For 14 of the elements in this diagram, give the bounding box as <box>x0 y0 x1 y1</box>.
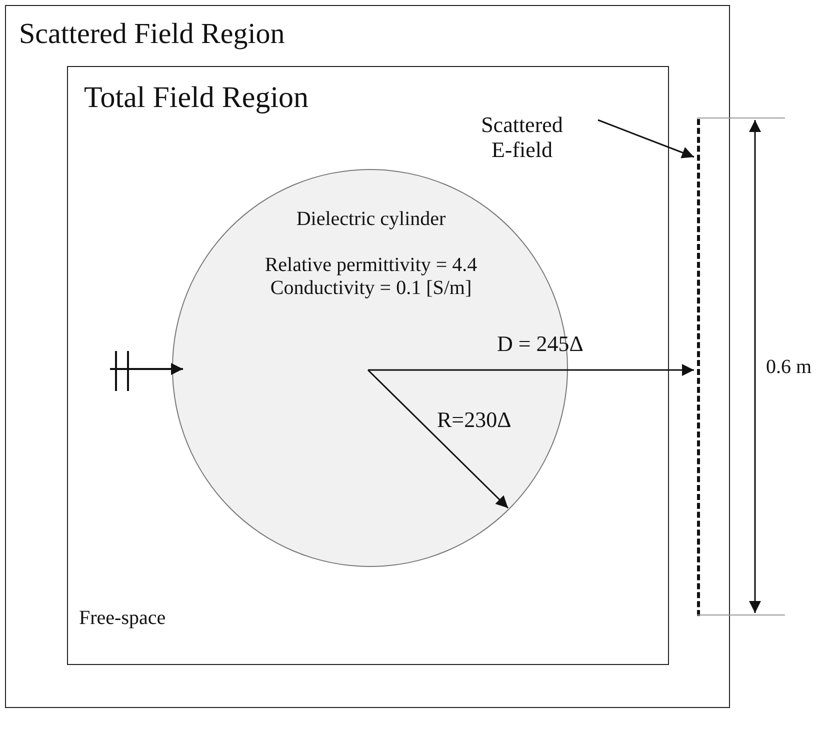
total-field-region-box <box>67 66 669 665</box>
annotation-text: Scattered E-field <box>480 112 564 163</box>
dimension-label: R=230Δ <box>437 407 512 432</box>
region-title: Scattered Field Region <box>19 18 285 52</box>
scattered-field-region-box <box>5 5 730 708</box>
edge-label: D = 245Δ <box>497 331 584 356</box>
region-label: Free-space <box>79 607 166 630</box>
distance-arrow <box>368 364 694 376</box>
region-title: Total Field Region <box>84 81 309 116</box>
cylinder-label: Dielectric cylinder <box>295 208 447 231</box>
material-properties: Relative permittivity = 4.4 Conductivity = 0.1 [S/m] <box>264 254 478 300</box>
observation-line <box>697 119 703 616</box>
dimension-label: 0.6 m <box>766 356 812 379</box>
leader-arrow <box>598 119 694 158</box>
